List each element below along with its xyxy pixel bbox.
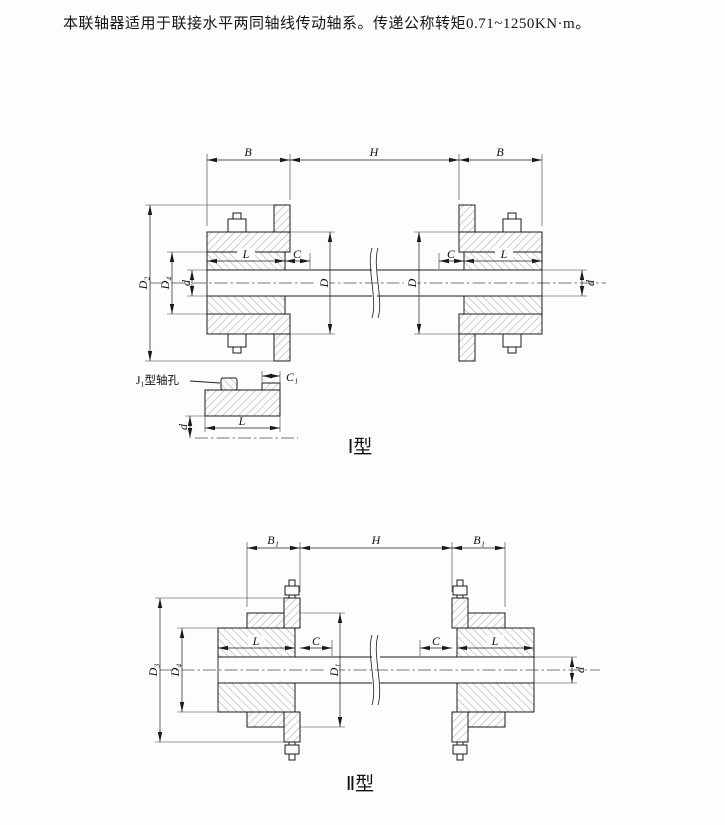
fig1-left-dimensions: D₂ D₄ d xyxy=(136,204,274,362)
fig2-dim-B1-left: B₁ xyxy=(267,533,279,547)
fig2-dim-B1-right: B₁ xyxy=(473,533,485,547)
fig1-dim-C-right: C xyxy=(447,247,456,261)
fig1-break-lines xyxy=(369,247,381,319)
fig1-dim-D-left: D xyxy=(317,278,331,288)
description-text: 本联轴器适用于联接水平两同轴线传动轴系。传递公称转矩0.71~1250KN·m。 xyxy=(63,16,591,32)
fig2-dim-D1: D₁ xyxy=(327,664,341,678)
fig2-left-bolt xyxy=(284,579,300,761)
fig2-caption: Ⅱ型 xyxy=(346,773,374,795)
fig2-dim-L-left: L xyxy=(252,634,260,648)
fig2-dim-d-right: d xyxy=(573,666,587,673)
fig1-dim-L-left: L xyxy=(242,247,250,261)
fig1-j1-bore-detail: J₁型轴孔 C₁ L d xyxy=(136,370,298,439)
fig1-dim-d-right: d xyxy=(583,279,597,286)
figure-type2: B₁ H B₁ D₃ D₄ d xyxy=(146,533,600,795)
fig2-dim-L-right: L xyxy=(491,634,499,648)
fig1-left-bolt xyxy=(227,212,247,354)
fig1-detail-dim-C1: C₁ xyxy=(286,370,298,384)
fig2-left-coupling-half xyxy=(217,579,372,761)
fig1-dim-H: H xyxy=(369,145,380,159)
fig2-dim-H: H xyxy=(371,533,382,547)
fig2-right-bolt xyxy=(452,579,468,761)
fig1-top-dimensions: B H B xyxy=(206,145,543,226)
fig2-dim-D3: D₃ xyxy=(146,664,160,678)
fig1-caption: Ⅰ型 xyxy=(348,436,373,458)
fig1-detail-label: J₁型轴孔 xyxy=(136,373,179,387)
fig1-right-bolt xyxy=(502,212,522,354)
fig2-right-coupling-half xyxy=(380,579,535,761)
fig2-dim-C-left: C xyxy=(312,634,321,648)
fig1-inner-dimensions: L C D D C L xyxy=(207,231,542,335)
fig2-top-dimensions: B₁ H B₁ xyxy=(246,533,506,607)
fig2-dim-C-right: C xyxy=(432,634,441,648)
fig1-dim-B-left: B xyxy=(244,145,252,159)
fig1-dim-B-right: B xyxy=(496,145,504,159)
fig1-dim-d-left: d xyxy=(179,279,193,286)
fig2-dim-D4: D₄ xyxy=(168,664,182,678)
fig2-break-lines xyxy=(369,634,381,706)
fig1-dim-C-left: C xyxy=(293,247,302,261)
fig1-dim-D-right: D xyxy=(405,278,419,288)
fig2-left-dimensions: D₃ D₄ xyxy=(146,597,284,743)
fig1-right-dimensions: d xyxy=(542,269,597,297)
fig1-dim-L-right: L xyxy=(500,247,508,261)
fig1-detail-dim-d: d xyxy=(176,423,190,430)
fig2-inner-dimensions: L C D₁ C L xyxy=(218,612,534,728)
fig2-right-dimensions: d xyxy=(534,656,587,684)
fig1-detail-leader xyxy=(189,380,221,384)
fig1-dim-D4: D₄ xyxy=(158,277,172,291)
fig1-detail-dim-L: L xyxy=(238,414,246,428)
figure-type1: B H B D₂ D₄ d xyxy=(136,145,606,458)
fig1-dim-D2: D₂ xyxy=(136,277,150,291)
